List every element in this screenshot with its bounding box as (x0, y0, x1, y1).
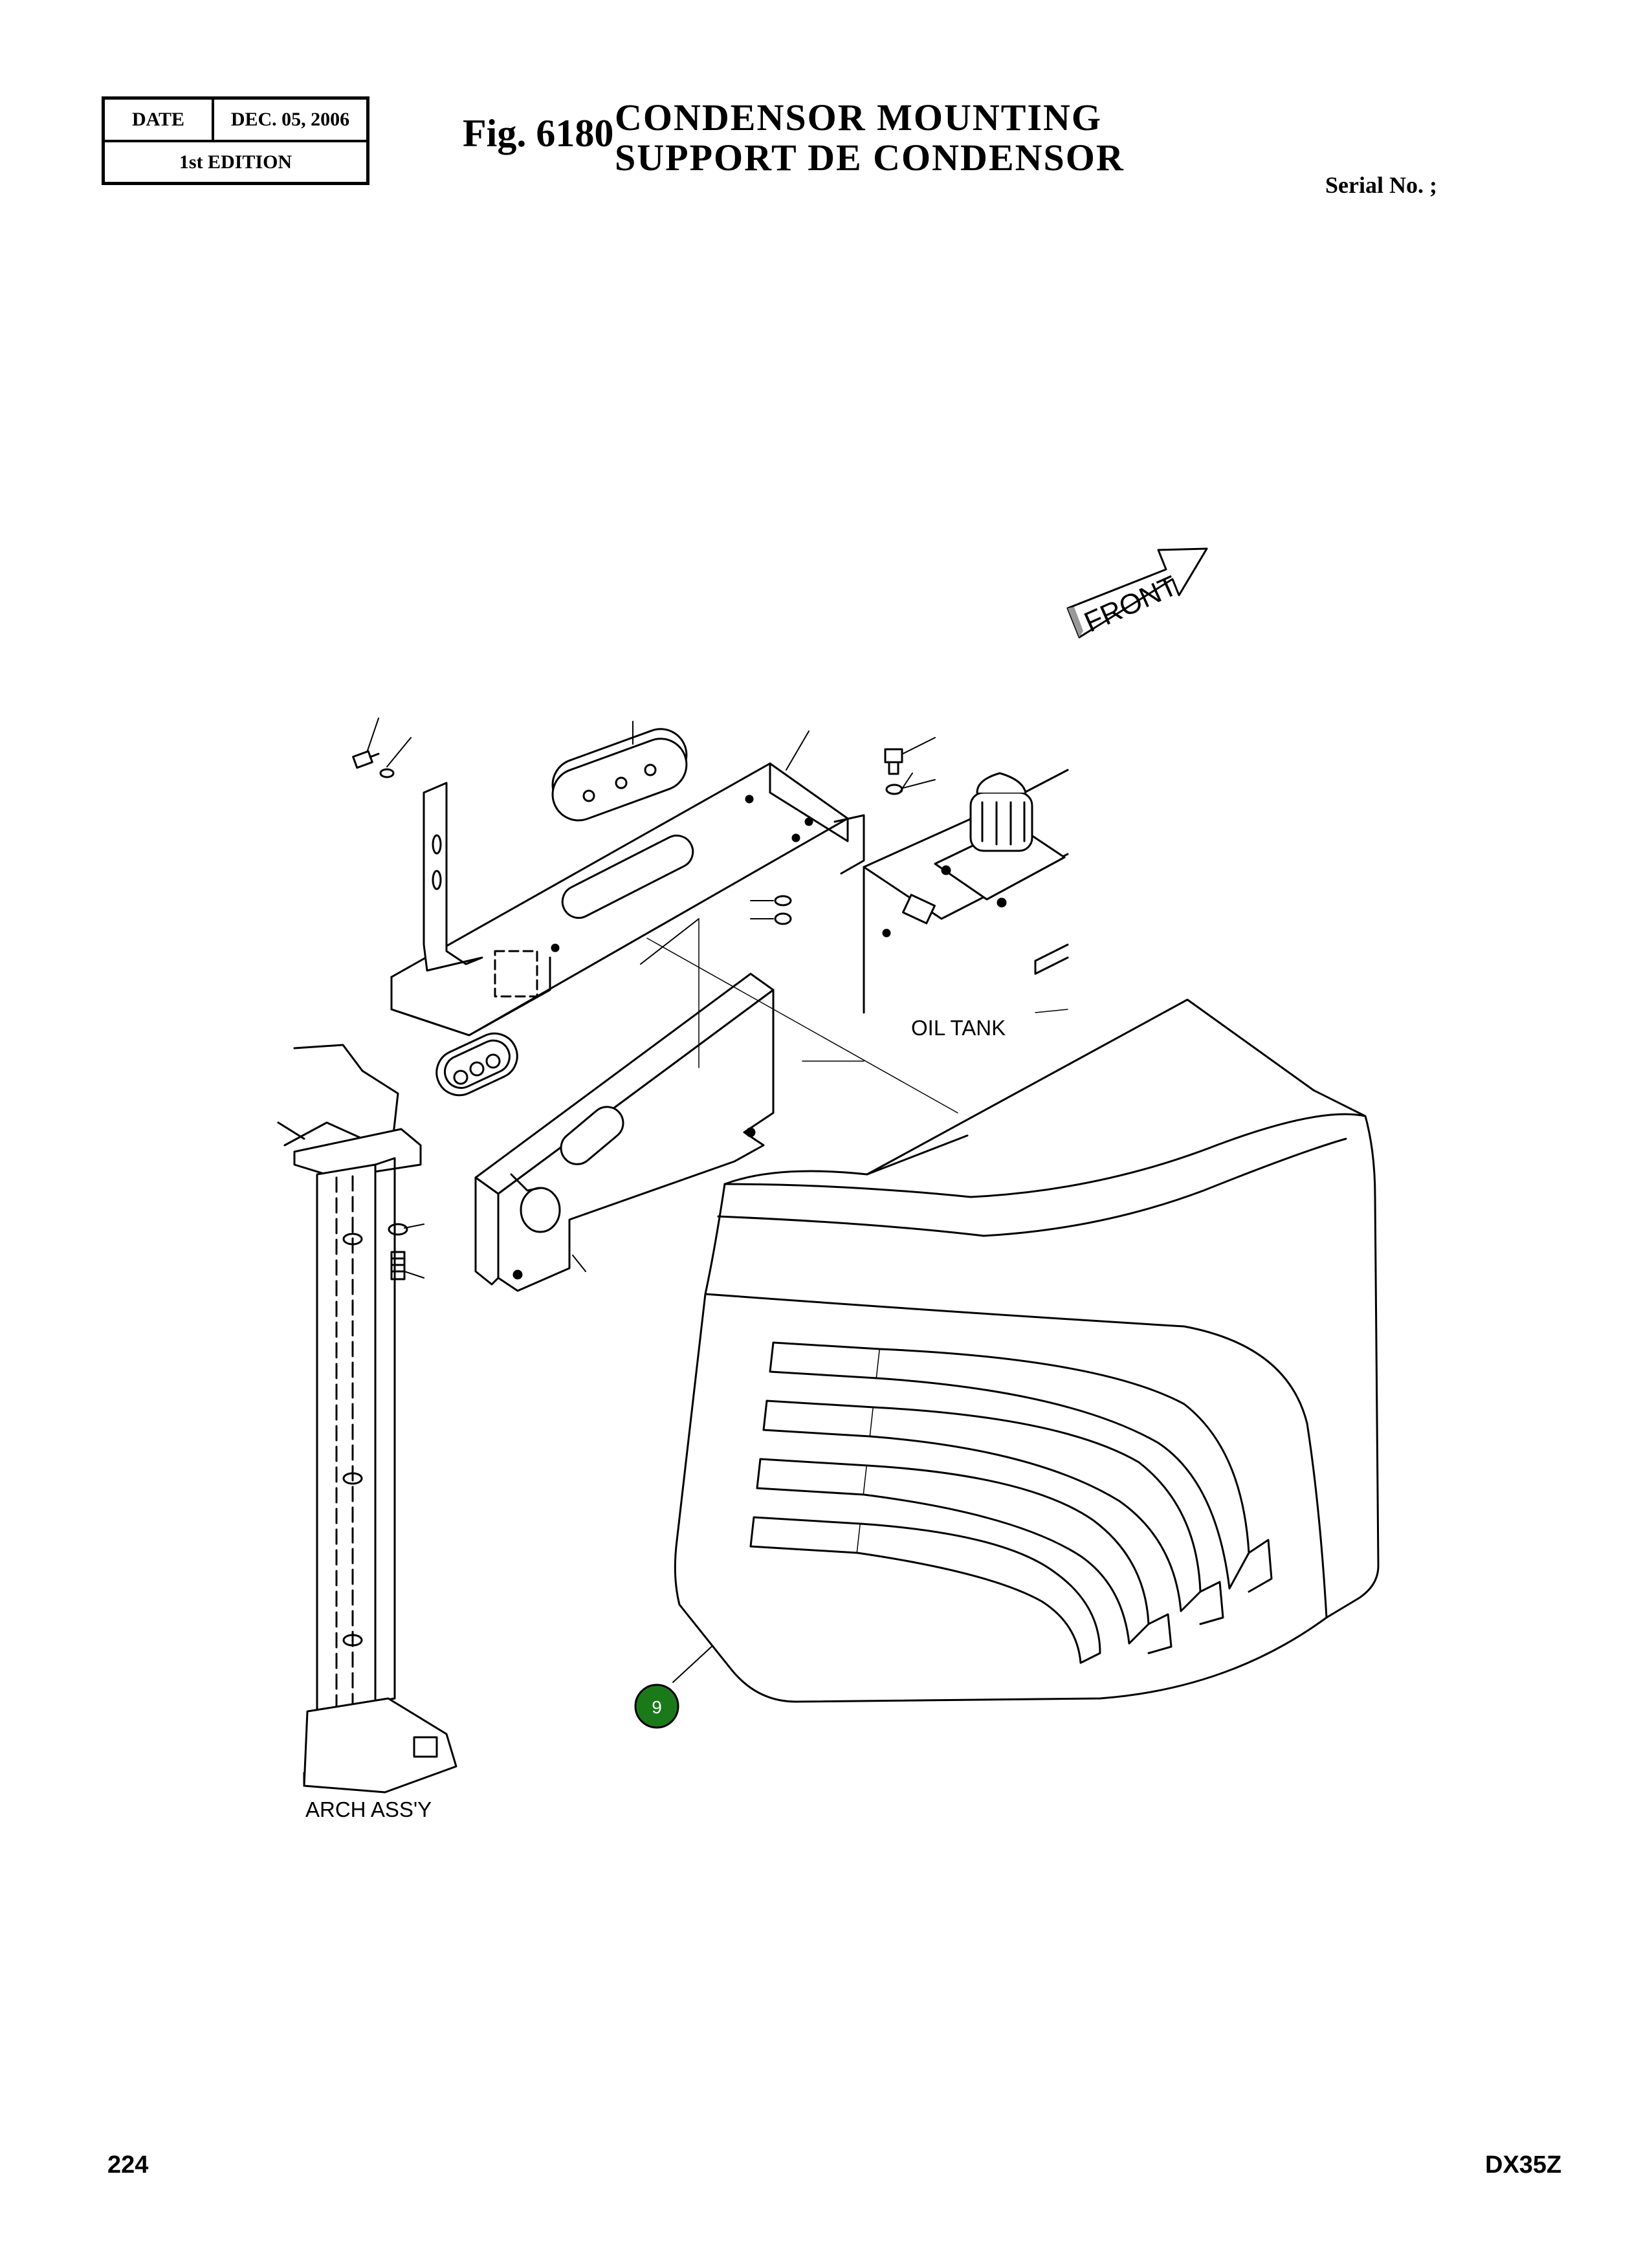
edition-label: 1st EDITION (179, 151, 292, 173)
oil-tank-label: OIL TANK (911, 1016, 1006, 1040)
date-row: DATE DEC. 05, 2006 (105, 100, 366, 142)
callout-number: 9 (652, 1697, 662, 1717)
callout-9[interactable]: 9 (634, 1684, 679, 1729)
oil-tank (863, 769, 1069, 1014)
model-number: DX35Z (1485, 2151, 1562, 2179)
title-french: SUPPORT DE CONDENSOR (615, 137, 1125, 179)
date-value: DEC. 05, 2006 (230, 109, 350, 130)
arch-assembly (277, 1044, 457, 1794)
condenser-cover (674, 998, 1380, 1703)
rubber-pad-lower (435, 1032, 518, 1097)
title-english: CONDENSOR MOUNTING (615, 96, 1102, 138)
front-arrow (1066, 547, 1208, 639)
callout-circle[interactable] (634, 1684, 679, 1729)
edition-box: DATE DEC. 05, 2006 1st EDITION (102, 96, 369, 185)
figure-number: Fig. 6180 (463, 112, 614, 155)
arch-assembly-label: ARCH ASS'Y (305, 1797, 432, 1821)
front-label: FRONT (1079, 570, 1182, 639)
rubber-pad-top (551, 728, 688, 822)
grille-slats (749, 1341, 1273, 1664)
page-number: 224 (107, 2151, 149, 2179)
date-label: DATE (105, 100, 214, 140)
reference-lines (646, 918, 1068, 1114)
upper-bracket (390, 762, 865, 1037)
serial-number-label: Serial No. ; (1325, 172, 1437, 198)
